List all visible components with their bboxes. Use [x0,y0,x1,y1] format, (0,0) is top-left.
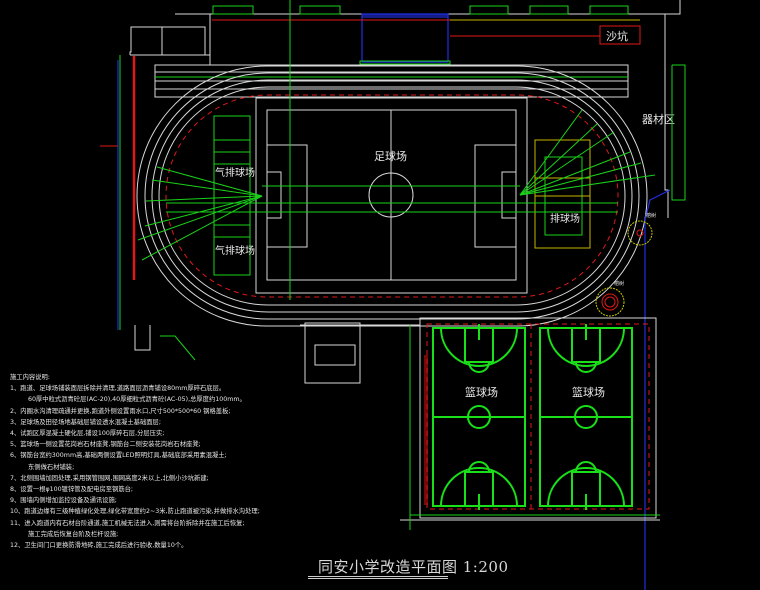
volleyball-court: 排球场 [534,139,591,249]
note-item: 10、跑道边缘有三级种植绿化处理,绿化带宽度约2~3米,防止跑道被污染,并做排水… [10,508,260,516]
note-item: 施工完成后恢复台阶及栏杆设施; [28,530,119,538]
dimension-lines [137,0,656,300]
note-item: 6、钢筋台宽约300mm高,基础两侧设置LED照明灯具,基础底部采用素混凝土; [10,452,227,460]
note-item: 8、设置一根φ100镀锌管及配电房至钢筋台; [10,486,134,494]
basketball-label-1: 篮球场 [465,385,498,399]
notes-heading: 施工内容说明: [10,374,50,381]
top-structures: 沙坑 [129,0,681,65]
air-volleyball-courts: 气排球场 气排球场 [213,115,255,276]
drawing-title: 同安小学改造平面图 1:200 [318,558,509,576]
note-item: 1、跑道、足球场铺装面层拆除并清理,道路面层沥青铺设80mm厚碎石底层。 [10,385,226,393]
basketball-courts: 篮球场 篮球场 [400,317,660,530]
note-item: 12、卫生间门口更换防滑地砖,施工完成后进行验收,数量10个。 [10,542,188,550]
running-track [136,65,648,327]
sandpit-outline [599,25,641,45]
note-item: 7、北侧围墙加固处理,采用钢管围网,围网高度2米以上,北侧小沙坑新建; [10,474,209,482]
note-item: 5、篮球场一侧设置花岗岩石材座凳,钢筋台二侧安装花岗岩石材座凳; [10,441,201,449]
note-item: 2、内圈水沟清理疏通并更换,跑道外侧设置雨水口,尺寸500*500*60 钢格盖… [10,407,231,415]
note-item: 9、围墙内侧增加监控设备及通讯设施; [10,497,117,505]
note-item: 4、试跑区厚混凝土硬化层,铺设100厚碎石层,分层压实; [10,430,165,438]
title-underline [308,576,448,579]
air-volleyball-label-2: 气排球场 [215,244,255,257]
note-item: 东侧做石材铺装; [28,463,75,471]
track-straight [154,64,629,98]
building-blue-outline [361,13,449,63]
note-item: 3、足球场及田径场地基础层铺设透水混凝土基础面层; [10,418,161,426]
basketball-label-2: 篮球场 [572,385,605,399]
tree-label-2: 榕树 [614,280,624,287]
football-field: 足球场 [255,97,528,294]
construction-notes: 施工内容说明: 1、跑道、足球场铺装面层拆除并清理,道路面层沥青铺设80mm厚碎… [10,372,430,551]
tree-label-1: 榕树 [646,212,656,219]
equipment-area-label: 器材区 [642,112,675,126]
sandpit-label: 沙坑 [606,29,628,43]
note-item: 11、进入跑道内有石材台阶通道,施工机械无法进入,则需将台阶拆除并在施工后恢复; [10,519,245,527]
note-item: 60厚中粒式沥青砼层(AC-20),40厚细粒式沥青砼(AC-05),总厚度约1… [28,396,246,404]
football-label: 足球场 [374,149,407,163]
air-volleyball-label-1: 气排球场 [215,166,255,179]
volleyball-label: 排球场 [550,212,580,225]
